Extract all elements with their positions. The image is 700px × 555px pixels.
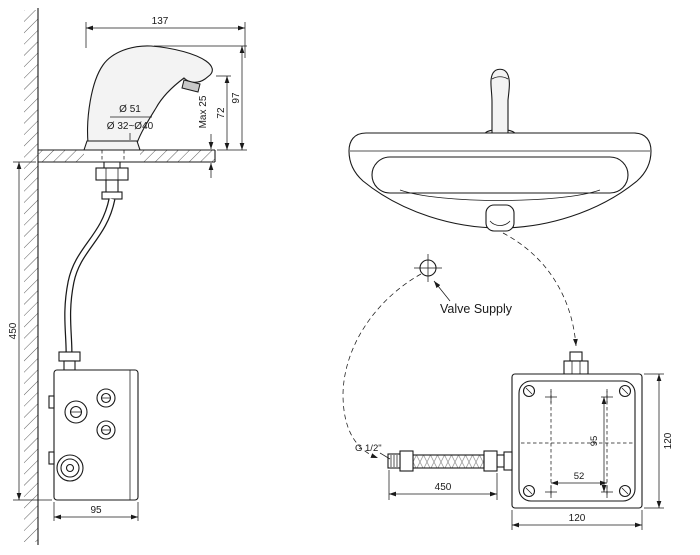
control-box-front: 95 52 bbox=[511, 351, 643, 509]
valve-supply-label: Valve Supply bbox=[440, 302, 513, 316]
base-diameter-label: Ø 51 bbox=[119, 104, 141, 115]
thread-label: G 1/2" bbox=[355, 443, 382, 454]
dim-hole-spacing-h-label: 52 bbox=[574, 471, 585, 482]
knob-left[interactable] bbox=[64, 400, 88, 424]
g-half-thread bbox=[387, 453, 401, 469]
dim-spout-reach: 137 bbox=[85, 16, 246, 58]
box-side-fitting bbox=[503, 451, 513, 471]
hole-diameter-label: Ø 32~Ø40 bbox=[107, 121, 154, 132]
dim-hose-length: 450 bbox=[388, 470, 498, 500]
faucet-front-body bbox=[490, 68, 510, 135]
dim-hole-spacing-v-label: 95 bbox=[589, 436, 600, 447]
aerator bbox=[181, 79, 201, 93]
control-box-side bbox=[48, 369, 139, 501]
dim-outlet-height-label: 72 bbox=[216, 107, 227, 119]
dim-hole-spacing-v: 95 bbox=[589, 397, 607, 492]
dim-outlet-height: 72 bbox=[216, 75, 231, 150]
dim-supply-drop-label: 450 bbox=[8, 322, 19, 339]
top-inlet-nut bbox=[563, 360, 589, 375]
dim-box-height-label: 120 bbox=[663, 432, 674, 449]
top-inlet-neck bbox=[569, 351, 583, 362]
hose-nut-right bbox=[483, 450, 498, 472]
side-view: 137 97 72 Max 25 Ø 51 Ø 32~Ø40 bbox=[8, 8, 247, 545]
valve-supply-symbol bbox=[414, 254, 442, 282]
knob-top-right[interactable] bbox=[96, 388, 116, 408]
sensor-faucet-side bbox=[83, 45, 213, 151]
mount-tab-top bbox=[48, 395, 55, 409]
hose-nut-left bbox=[399, 450, 414, 472]
faucet-base-flange bbox=[83, 140, 141, 151]
box-inlet-neck bbox=[63, 360, 76, 371]
dim-supply-drop: 450 bbox=[8, 161, 52, 501]
inlet-hose-assembly: G 1/2" 450 bbox=[355, 443, 513, 500]
under-deck-mounting bbox=[58, 150, 129, 371]
wall bbox=[24, 8, 39, 545]
dim-total-height: 97 bbox=[154, 45, 247, 151]
dim-box-width-side: 95 bbox=[53, 502, 139, 521]
valve-knob-large[interactable] bbox=[56, 454, 84, 482]
basin-front bbox=[348, 68, 652, 232]
mounting-hole-marks bbox=[521, 389, 633, 498]
dim-hole-spacing-h: 52 bbox=[551, 471, 607, 486]
dim-deck-thickness-label: Max 25 bbox=[198, 95, 209, 128]
hose-nut bbox=[58, 351, 81, 362]
dim-box-height: 120 bbox=[644, 373, 674, 509]
dim-box-width-front: 120 bbox=[511, 510, 643, 530]
dim-box-width-side-label: 95 bbox=[90, 505, 102, 516]
dim-deck-thickness: Max 25 bbox=[198, 95, 214, 178]
knob-bottom-right[interactable] bbox=[96, 420, 116, 440]
dim-spout-reach-label: 137 bbox=[152, 16, 169, 27]
dim-total-height-label: 97 bbox=[231, 92, 242, 104]
basin-opening bbox=[371, 156, 629, 194]
dim-box-width-front-label: 120 bbox=[569, 513, 586, 524]
diameter-callouts: Ø 51 Ø 32~Ø40 bbox=[107, 104, 154, 140]
valve-supply-callout: Valve Supply bbox=[342, 232, 578, 459]
mount-tab-bottom bbox=[48, 451, 55, 465]
dim-hose-length-label: 450 bbox=[435, 482, 452, 493]
braided-hose bbox=[412, 454, 485, 469]
drain-fitting bbox=[485, 204, 515, 232]
counter-deck bbox=[38, 149, 216, 163]
front-view: Valve Supply bbox=[342, 68, 674, 530]
corner-screws bbox=[522, 384, 632, 498]
